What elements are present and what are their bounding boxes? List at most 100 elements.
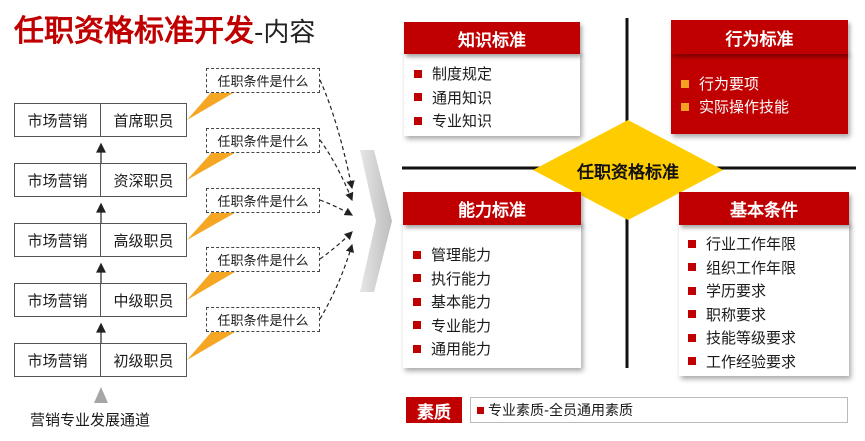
list-item: 制度规定 xyxy=(414,62,492,86)
ladder-arrowhead xyxy=(96,262,106,273)
title-sub: -内容 xyxy=(254,18,316,48)
bullet-icon xyxy=(688,286,696,295)
callout-wedge xyxy=(187,329,240,360)
suzhi-label: 素质 xyxy=(406,397,462,423)
list-item: 职称要求 xyxy=(688,303,796,327)
ladder-row-advanced: 市场营销 高级职员 xyxy=(14,223,187,257)
list-item-label: 职称要求 xyxy=(706,305,767,324)
list-item-label: 行为要项 xyxy=(699,75,760,93)
callout-box: 任职条件是什么 xyxy=(206,247,320,272)
bullet-icon xyxy=(414,116,422,125)
bullet-icon xyxy=(413,250,421,259)
page-title: 任职资格标准开发-内容 xyxy=(14,6,315,50)
ladder-track-label: 市场营销 xyxy=(27,111,88,130)
behavior-panel xyxy=(671,52,848,134)
ladder-track-label: 市场营销 xyxy=(27,171,88,190)
list-item-label: 专业知识 xyxy=(432,112,493,131)
ladder-level-label: 高级职员 xyxy=(100,224,186,256)
list-item: 实际操作技能 xyxy=(681,95,789,118)
list-item: 行为要项 xyxy=(681,72,789,95)
dashed-arrow xyxy=(319,79,355,190)
ability-panel-title: 能力标准 xyxy=(403,192,581,225)
bullet-icon xyxy=(681,79,689,88)
ability-panel xyxy=(403,222,581,368)
ladder-arrowhead xyxy=(96,202,106,213)
list-item-label: 专业能力 xyxy=(431,316,492,335)
list-item: 学历要求 xyxy=(688,279,796,303)
callout-box: 任职条件是什么 xyxy=(206,307,320,332)
list-item: 专业知识 xyxy=(414,109,492,133)
ladder-level-label: 资深职员 xyxy=(100,164,186,196)
center-label: 任职资格标准 xyxy=(577,162,679,183)
bullet-icon xyxy=(413,297,421,306)
knowledge-panel xyxy=(404,52,580,136)
behavior-panel-title: 行为标准 xyxy=(671,20,848,54)
dashed-arrow xyxy=(319,231,353,260)
list-item-label: 通用知识 xyxy=(432,88,493,107)
dashed-arrows xyxy=(319,79,355,320)
ladder-track-label: 市场营销 xyxy=(27,351,88,370)
bullet-icon xyxy=(477,406,484,414)
callout-wedge xyxy=(187,89,240,120)
basic-list: 行业工作年限 组织工作年限 学历要求 职称要求 技能等级要求 工作经验要求 xyxy=(688,232,796,373)
ladder-level-label: 初级职员 xyxy=(100,344,186,376)
dashed-arrow xyxy=(319,199,354,216)
bullet-icon xyxy=(688,310,696,319)
list-item: 专业能力 xyxy=(413,314,491,338)
callout-wedge xyxy=(187,210,240,240)
list-item-label: 学历要求 xyxy=(706,282,767,301)
list-item-label: 行业工作年限 xyxy=(706,235,797,254)
list-item: 通用能力 xyxy=(413,337,491,361)
list-item: 工作经验要求 xyxy=(688,350,796,374)
callout-box: 任职条件是什么 xyxy=(206,68,320,93)
list-item-label: 组织工作年限 xyxy=(706,258,797,277)
basic-panel-title: 基本条件 xyxy=(679,192,849,225)
list-item-label: 实际操作技能 xyxy=(699,98,790,116)
list-item: 技能等级要求 xyxy=(688,326,796,350)
callout-wedges xyxy=(187,89,240,360)
ladder-level-label: 首席职员 xyxy=(100,104,186,136)
dashed-arrow xyxy=(319,139,354,202)
ladder-arrowhead xyxy=(96,142,106,153)
bullet-icon xyxy=(413,344,421,353)
list-item: 组织工作年限 xyxy=(688,256,796,280)
bullet-icon xyxy=(414,69,422,78)
callout-box: 任职条件是什么 xyxy=(206,128,320,153)
bullet-icon xyxy=(688,263,696,272)
list-item: 执行能力 xyxy=(413,267,491,291)
list-item-label: 工作经验要求 xyxy=(706,352,797,371)
title-main: 任职资格标准开发 xyxy=(14,14,254,49)
chevron-arrow-icon xyxy=(360,150,392,292)
ladder-level-label: 中级职员 xyxy=(100,284,186,316)
list-item: 行业工作年限 xyxy=(688,232,796,256)
bullet-icon xyxy=(413,321,421,330)
bullet-icon xyxy=(688,239,696,248)
ladder-row-chief: 市场营销 首席职员 xyxy=(14,103,187,137)
list-item: 管理能力 xyxy=(413,243,491,267)
ladder-row-junior: 市场营销 初级职员 xyxy=(14,343,187,377)
list-item-label: 执行能力 xyxy=(431,269,492,288)
list-item: 基本能力 xyxy=(413,290,491,314)
bullet-icon xyxy=(688,333,696,342)
bullet-icon xyxy=(688,357,696,366)
behavior-list: 行为要项 实际操作技能 xyxy=(681,72,789,118)
dashed-arrow xyxy=(319,243,354,320)
list-item-label: 技能等级要求 xyxy=(706,329,797,348)
basic-panel xyxy=(679,222,849,376)
channel-label: 营销专业发展通道 xyxy=(30,411,151,429)
list-item-label: 通用能力 xyxy=(431,340,492,359)
callout-wedge xyxy=(187,150,240,180)
callout-box: 任职条件是什么 xyxy=(206,188,320,213)
list-item-label: 基本能力 xyxy=(431,293,492,312)
bullet-icon xyxy=(414,93,422,102)
ability-list: 管理能力 执行能力 基本能力 专业能力 通用能力 xyxy=(413,243,491,361)
suzhi-text: 专业素质-全员通用素质 xyxy=(488,403,634,419)
bullet-icon xyxy=(681,102,689,111)
list-item-label: 制度规定 xyxy=(432,65,493,84)
list-item-label: 管理能力 xyxy=(431,246,492,265)
callout-wedge xyxy=(187,269,240,300)
ladder-row-intermediate: 市场营销 中级职员 xyxy=(14,283,187,317)
ladder-arrowhead xyxy=(96,322,106,333)
bullet-icon xyxy=(413,274,421,283)
knowledge-list: 制度规定 通用知识 专业知识 xyxy=(414,62,492,133)
